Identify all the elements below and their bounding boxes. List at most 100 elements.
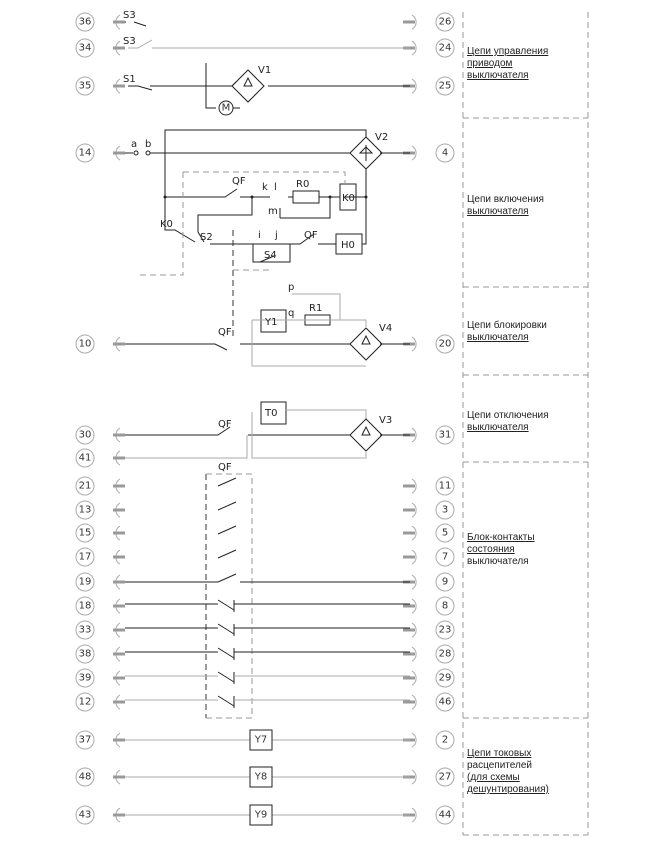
connector-pin bbox=[403, 604, 415, 608]
terminal-right: 28 bbox=[403, 644, 455, 664]
control-circuit bbox=[125, 21, 410, 116]
connector-pin bbox=[403, 700, 415, 704]
terminal-left: 12 bbox=[75, 692, 125, 712]
terminal-circle bbox=[75, 644, 95, 664]
terminal-number: 24 bbox=[439, 43, 452, 54]
terminal-left: 34 bbox=[75, 38, 125, 58]
terminal-number: 4 bbox=[442, 148, 448, 159]
connector-arc bbox=[411, 478, 417, 494]
connector-arc bbox=[411, 502, 417, 518]
label-qf: QF bbox=[218, 419, 232, 430]
terminal-number: 7 bbox=[442, 552, 448, 563]
connector-arc bbox=[411, 525, 417, 541]
terminal-number: 44 bbox=[439, 810, 452, 821]
connector-pin bbox=[113, 342, 125, 346]
terminal-circle bbox=[75, 596, 95, 616]
terminal-right: 27 bbox=[403, 767, 455, 787]
label-a: a bbox=[131, 139, 137, 150]
connector-arc bbox=[411, 732, 417, 748]
terminal-right: 23 bbox=[403, 620, 455, 640]
terminal-circle bbox=[75, 425, 95, 445]
connector-pin bbox=[403, 508, 415, 512]
terminal-right: 3 bbox=[403, 500, 455, 520]
terminal-circle bbox=[435, 620, 455, 640]
aux-contact bbox=[125, 573, 410, 583]
terminal-circle bbox=[75, 448, 95, 468]
connector-pin bbox=[113, 151, 125, 155]
label-s2: S2 bbox=[200, 232, 213, 243]
terminal-number: 27 bbox=[439, 772, 452, 783]
connector-pin bbox=[113, 628, 125, 632]
terminal-circle bbox=[435, 668, 455, 688]
connector-arc bbox=[411, 336, 417, 352]
connector-pin bbox=[113, 555, 125, 559]
terminal-left: 39 bbox=[75, 668, 125, 688]
connector-pin bbox=[113, 580, 125, 584]
connector-pin bbox=[113, 46, 125, 50]
terminal-left: 19 bbox=[75, 572, 125, 592]
terminal-number: 43 bbox=[79, 810, 92, 821]
connector-pin bbox=[403, 555, 415, 559]
connector-pin bbox=[403, 20, 415, 24]
terminal-right: 11 bbox=[403, 476, 455, 496]
connector-arc bbox=[411, 646, 417, 662]
aux-contact bbox=[217, 477, 237, 487]
label-s4: S4 bbox=[264, 250, 277, 261]
block-contacts bbox=[125, 473, 410, 719]
terminal-number: 39 bbox=[79, 673, 92, 684]
terminal-number: 26 bbox=[439, 17, 452, 28]
terminal-number: 15 bbox=[79, 528, 92, 539]
label-p: p bbox=[288, 282, 294, 293]
connector-arc bbox=[411, 427, 417, 443]
terminal-number: 8 bbox=[442, 601, 448, 612]
terminal-number: 5 bbox=[442, 528, 448, 539]
terminal-number: 11 bbox=[439, 481, 452, 492]
connector-arc bbox=[411, 78, 417, 94]
terminal-right: 7 bbox=[403, 547, 455, 567]
connector-pin bbox=[113, 813, 125, 817]
label-qf: QF bbox=[218, 462, 232, 473]
connector-pin bbox=[113, 738, 125, 742]
label-s3: S3 bbox=[123, 36, 136, 47]
terminal-number: 37 bbox=[79, 735, 92, 746]
connector-pin bbox=[113, 20, 125, 24]
terminal-left: 38 bbox=[75, 644, 125, 664]
label-k0: K0 bbox=[342, 193, 355, 204]
aux-contact bbox=[217, 525, 237, 535]
terminal-number: 30 bbox=[79, 430, 92, 441]
terminal-circle bbox=[75, 668, 95, 688]
connector-arc bbox=[411, 598, 417, 614]
terminal-left: 18 bbox=[75, 596, 125, 616]
label-motor: M bbox=[222, 103, 231, 114]
terminal-circle bbox=[75, 476, 95, 496]
terminal-number: 28 bbox=[439, 649, 452, 660]
label-y7: Y7 bbox=[254, 735, 267, 746]
terminal-circle bbox=[435, 476, 455, 496]
terminal-right: 4 bbox=[403, 143, 455, 163]
connector-arc bbox=[411, 807, 417, 823]
aux-contact bbox=[125, 647, 410, 660]
label-l: l bbox=[274, 182, 277, 193]
terminal-circle bbox=[75, 692, 95, 712]
terminal-right: 5 bbox=[403, 523, 455, 543]
terminal-left: 33 bbox=[75, 620, 125, 640]
connector-pin bbox=[403, 484, 415, 488]
blocking-circuit bbox=[125, 293, 410, 367]
label-v4: V4 bbox=[379, 323, 392, 334]
connector-pin bbox=[403, 676, 415, 680]
label-h0: H0 bbox=[341, 240, 355, 251]
connector-arc bbox=[411, 769, 417, 785]
current-trip-circuit bbox=[125, 729, 410, 826]
connector-arc bbox=[411, 549, 417, 565]
connector-arc bbox=[411, 694, 417, 710]
terminal-number: 12 bbox=[79, 697, 92, 708]
terminal-circle bbox=[435, 143, 455, 163]
terminal-number: 41 bbox=[79, 453, 92, 464]
terminal-number: 17 bbox=[79, 552, 92, 563]
closing-circuit bbox=[125, 129, 410, 340]
